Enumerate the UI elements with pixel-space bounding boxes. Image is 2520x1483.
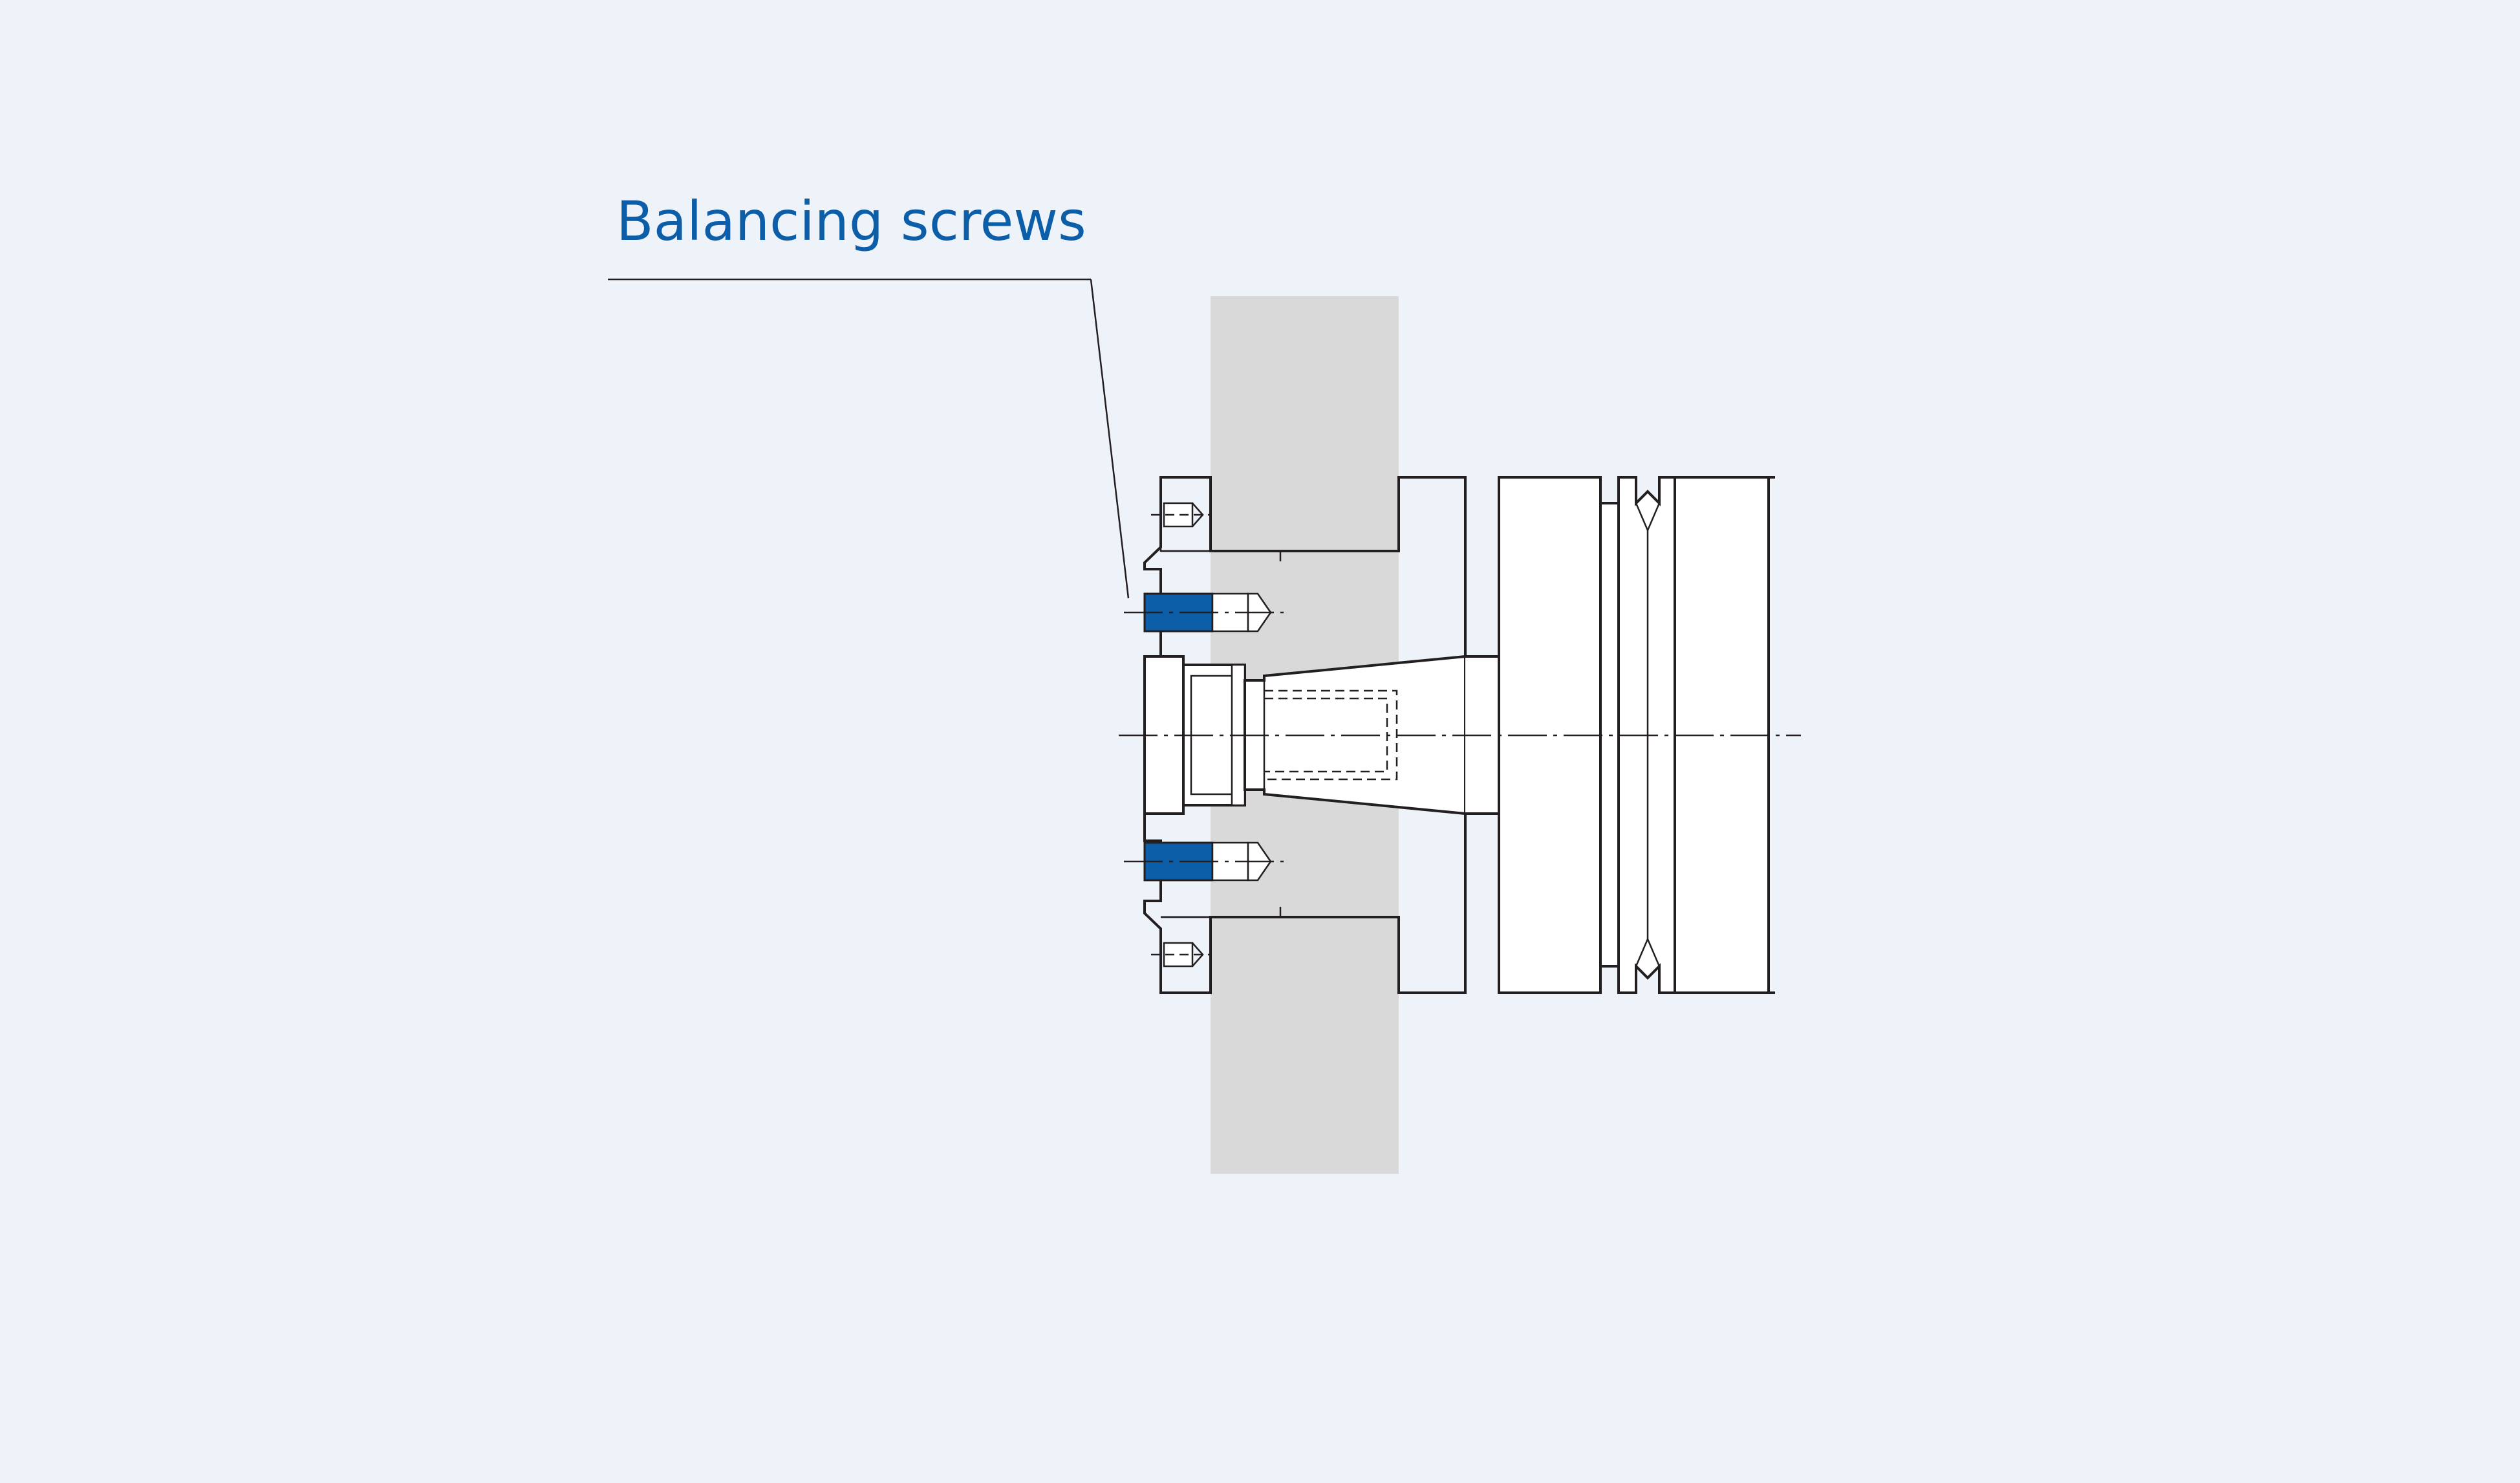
- balancing-screw-bottom: [1124, 841, 1284, 882]
- balancing-screw-top: [1124, 592, 1284, 633]
- wheel-flange-section: [1143, 476, 1467, 994]
- balancing-screws-label: Balancing screws: [616, 189, 1086, 253]
- flange-screw-top: [1151, 502, 1211, 528]
- flange-screw-bottom: [1151, 942, 1211, 968]
- callout-leader: [608, 278, 1130, 599]
